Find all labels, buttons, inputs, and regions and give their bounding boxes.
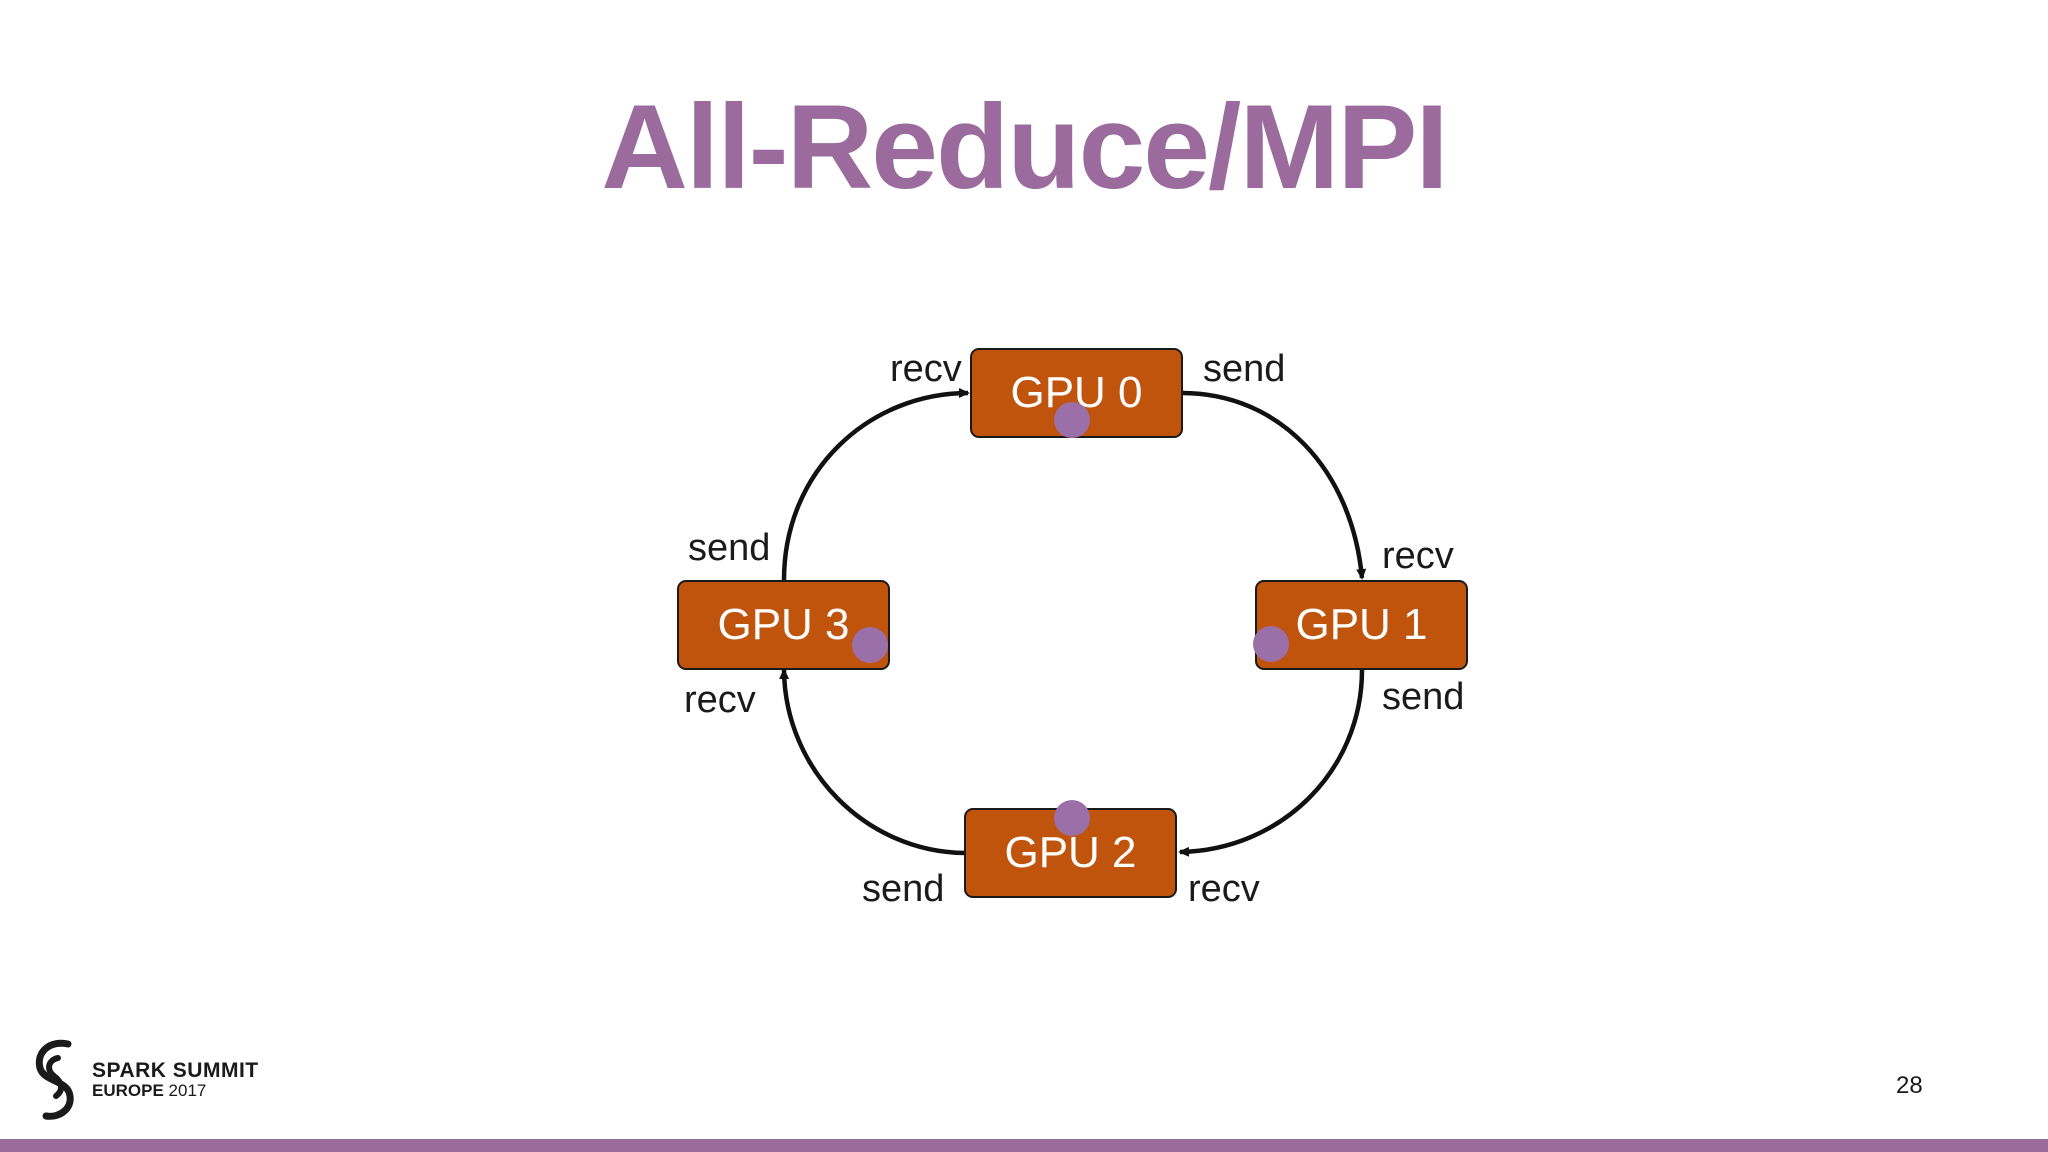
gpu-3-dot [852, 627, 888, 663]
page-number: 28 [1896, 1072, 1923, 1099]
spark-summit-logo: SPARK SUMMIT EUROPE 2017 [28, 1038, 259, 1122]
gpu-1-node: GPU 1 [1255, 580, 1468, 670]
gpu-2-dot [1054, 800, 1090, 836]
arrow-gpu1-to-gpu2 [1178, 669, 1365, 857]
gpu2-recv-label: recv [1188, 868, 1260, 910]
gpu0-send-label: send [1203, 348, 1286, 390]
logo-line2-rest: 2017 [168, 1081, 207, 1100]
logo-line1: SPARK SUMMIT [92, 1059, 259, 1082]
gpu0-recv-label: recv [890, 348, 962, 390]
gpu1-recv-label: recv [1382, 535, 1454, 577]
gpu-2-label: GPU 2 [1004, 828, 1137, 877]
arrow-gpu0-to-gpu1 [1181, 390, 1367, 580]
logo-line2-bold: EUROPE [92, 1081, 164, 1100]
gpu-0-node: GPU 0 [970, 348, 1183, 438]
gpu3-recv-label: recv [684, 679, 756, 721]
bottom-accent-bar [0, 1139, 2048, 1152]
gpu1-send-label: send [1382, 676, 1465, 718]
gpu-3-label: GPU 3 [717, 600, 850, 649]
arrow-gpu3-to-gpu0 [781, 388, 970, 581]
gpu-1-dot [1253, 626, 1289, 662]
gpu-1-label: GPU 1 [1295, 600, 1428, 649]
gpu2-send-label: send [862, 868, 945, 910]
arrow-gpu2-to-gpu3 [779, 668, 966, 856]
gpu-0-dot [1054, 402, 1090, 438]
slide-title: All-Reduce/MPI [601, 80, 1448, 214]
spark-summit-logo-icon [35, 1039, 74, 1120]
gpu3-send-label: send [688, 527, 771, 569]
